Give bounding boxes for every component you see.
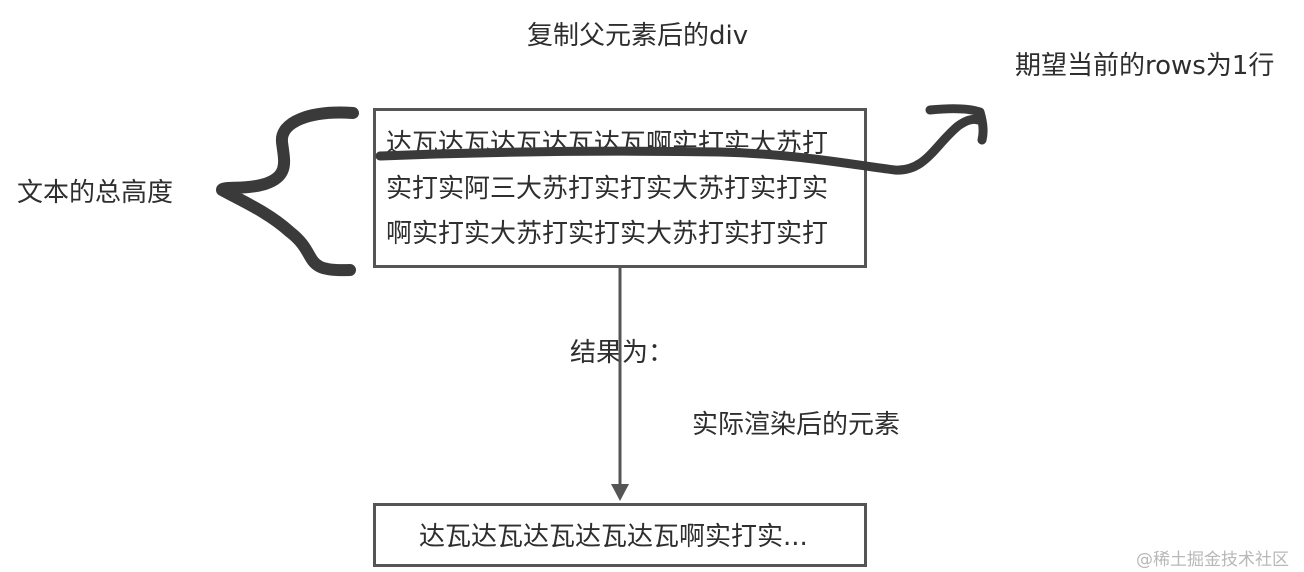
rendered-element-text: 达瓦达瓦达瓦达瓦达瓦啊实打实...: [419, 522, 808, 552]
copied-div-line-2: 实打实阿三大苏打实打实大苏打实打实: [386, 174, 829, 204]
copied-div-line-1: 达瓦达瓦达瓦达瓦达瓦啊实打实大苏打: [386, 129, 829, 159]
expected-rows-label: 期望当前的rows为1行: [1015, 51, 1275, 81]
rendered-element-label: 实际渲染后的元素: [692, 410, 901, 440]
rendered-element-box: 达瓦达瓦达瓦达瓦达瓦啊实打实...: [373, 503, 867, 567]
total-text-height-label: 文本的总高度: [17, 178, 174, 208]
copied-div-line-3: 啊实打实大苏打实打实大苏打实打实打: [386, 219, 829, 249]
watermark: @稀土掘金技术社区: [1136, 550, 1289, 570]
flow-arrow-head: [611, 484, 629, 501]
curly-brace: [216, 106, 359, 277]
result-label: 结果为：: [570, 338, 675, 368]
copied-div-box: 达瓦达瓦达瓦达瓦达瓦啊实打实大苏打 实打实阿三大苏打实打实大苏打实打实 啊实打实…: [373, 108, 867, 268]
copied-div-title: 复制父元素后的div: [527, 21, 749, 51]
marker-arrow-head: [925, 104, 988, 145]
